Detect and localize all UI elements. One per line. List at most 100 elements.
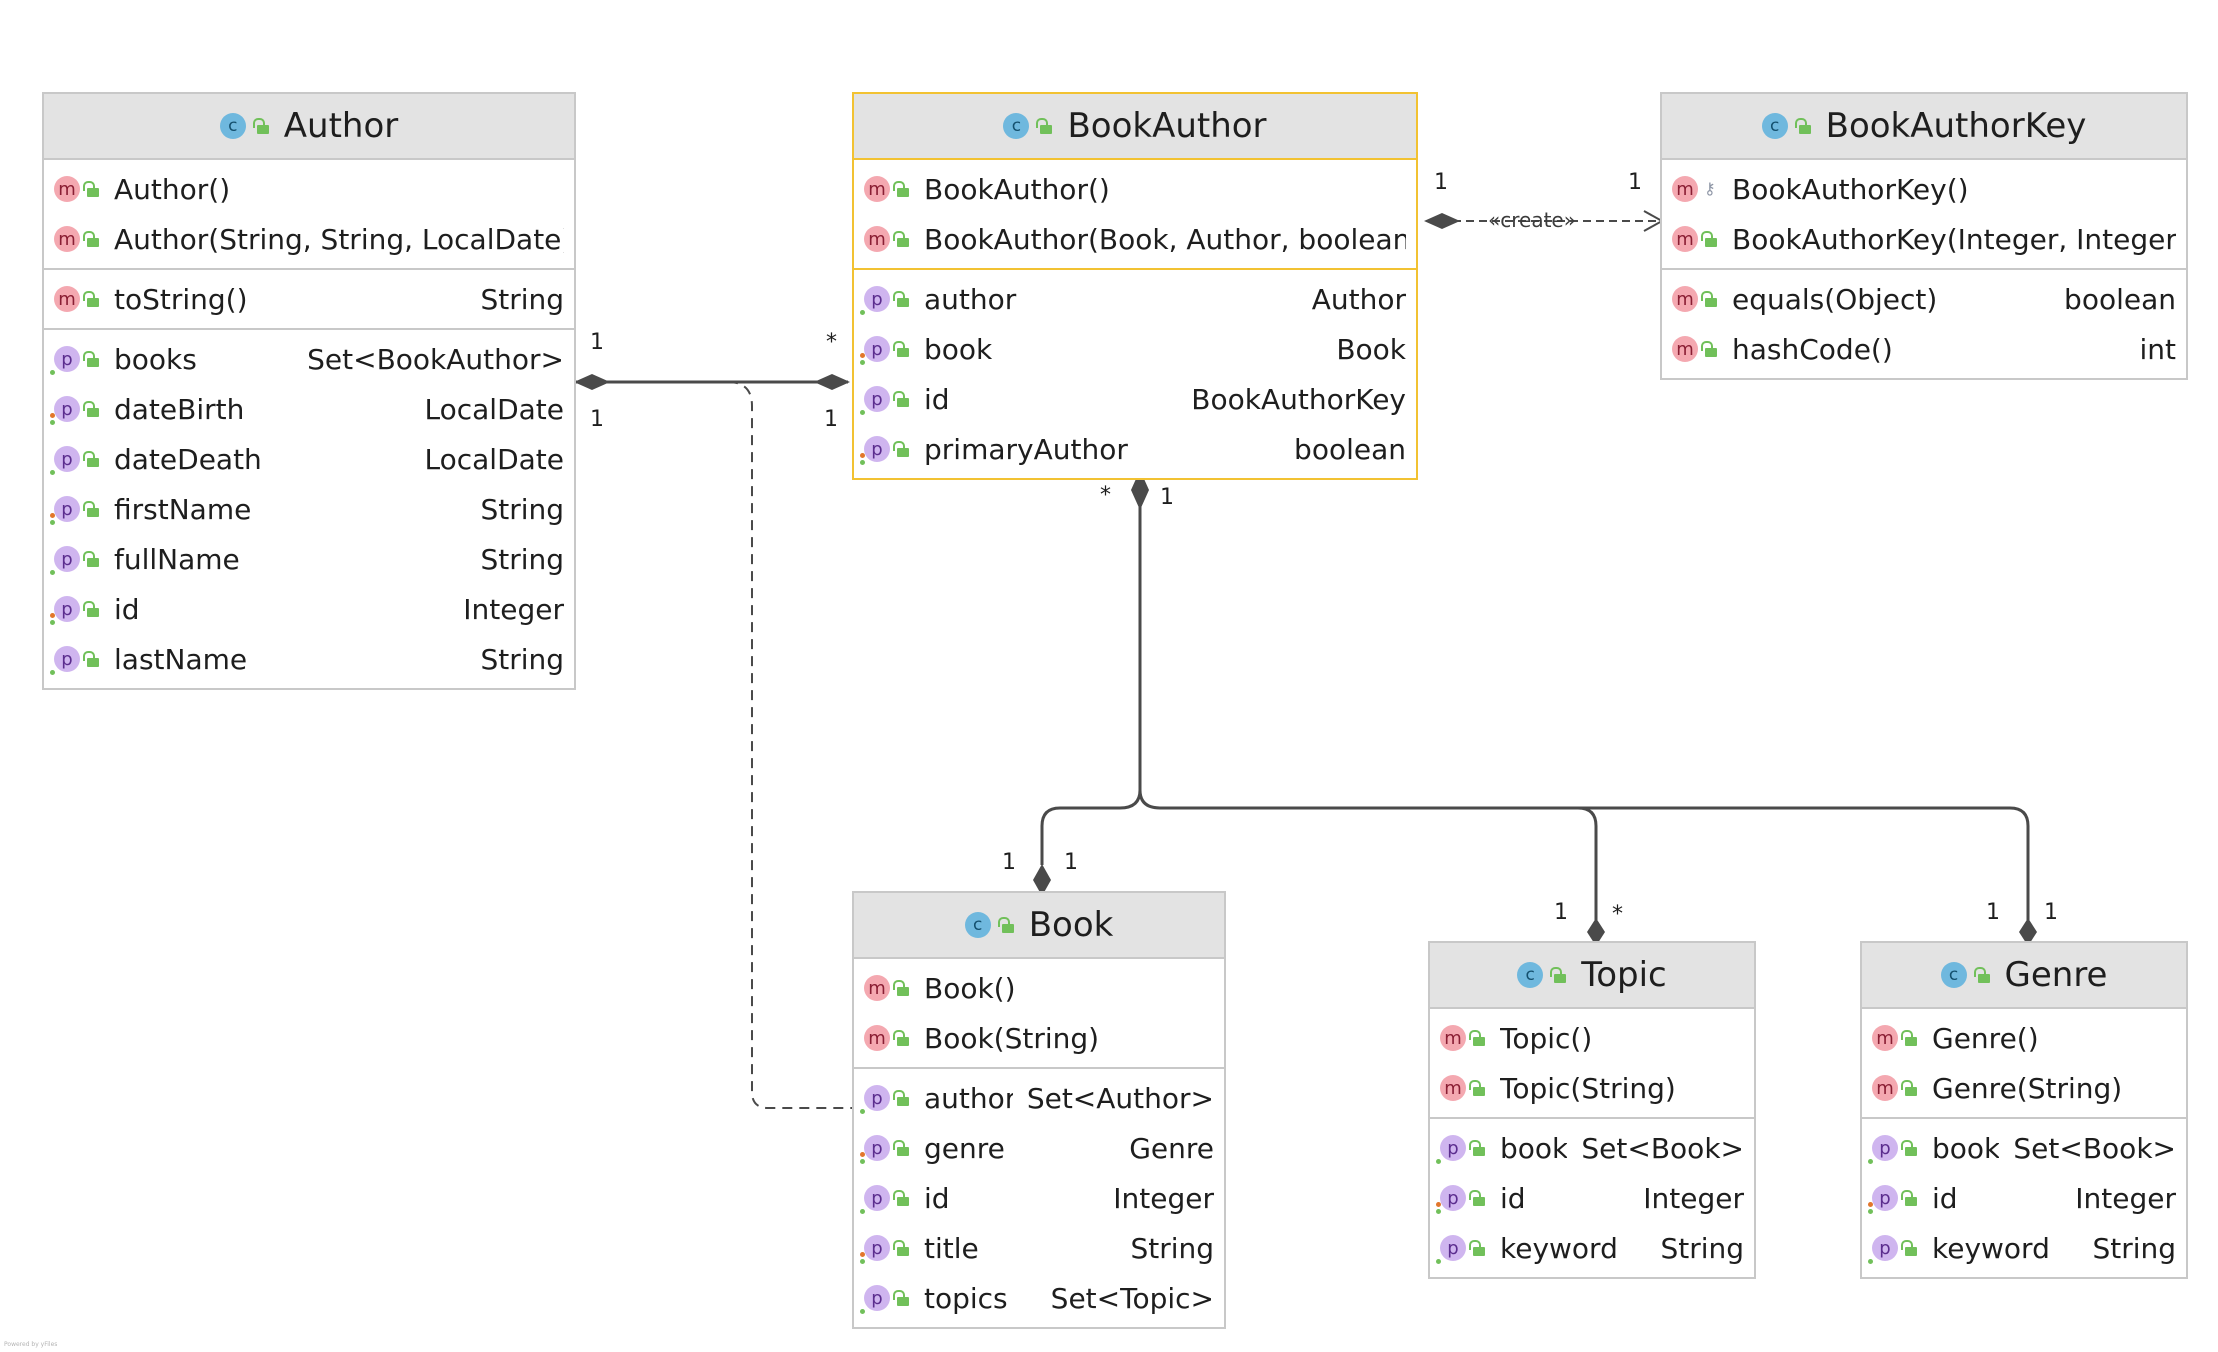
property-icon: p	[50, 446, 80, 475]
accessor-dots-icon	[1868, 1159, 1873, 1164]
member-name: Book()	[924, 971, 1016, 1005]
accessor-dots-icon	[860, 1109, 865, 1114]
member-type: String	[1660, 1231, 1744, 1265]
public-lock-icon	[893, 980, 910, 996]
method-icon: m	[864, 1025, 890, 1051]
accessor-dots-icon	[1868, 1202, 1873, 1214]
member-name: id	[1500, 1181, 1526, 1215]
method-icon: m	[1672, 176, 1698, 202]
public-lock-icon	[1901, 1190, 1918, 1206]
property-icon: p	[860, 1135, 890, 1164]
member-type: Integer	[463, 592, 564, 626]
property-icon: p	[860, 1235, 890, 1264]
member-name: keyword	[1500, 1231, 1618, 1265]
member-name: Topic()	[1500, 1021, 1593, 1055]
method-row[interactable]: m BookAuthor(Book, Author, boolean)	[854, 214, 1416, 264]
member-type: int	[2139, 332, 2176, 366]
public-lock-icon	[893, 441, 910, 457]
property-icon: p	[860, 1085, 890, 1114]
method-icon: m	[864, 226, 890, 252]
member-name: lastName	[114, 642, 248, 676]
public-lock-icon	[893, 231, 910, 247]
public-lock-icon	[893, 341, 910, 357]
class-icon: c	[964, 912, 991, 938]
member-name: dateDeath	[114, 442, 262, 476]
property-icon: p	[1868, 1235, 1898, 1264]
member-type: Set<Book>	[2013, 1131, 2176, 1165]
member-name: id	[114, 592, 140, 626]
accessor-dots-icon	[860, 310, 865, 315]
public-lock-icon	[893, 1240, 910, 1256]
method-row[interactable]: m⚷BookAuthorKey()	[1662, 164, 2186, 214]
method-row[interactable]: m Book(String)	[854, 1013, 1224, 1063]
property-icon: p	[50, 546, 80, 575]
member-name: Book(String)	[924, 1021, 1100, 1055]
property-row[interactable]: pauthorsSet<Author>	[854, 1073, 1224, 1123]
public-lock-icon	[83, 231, 100, 247]
class-icon: c	[1517, 962, 1544, 988]
mult-bookauthor-bottom-one: 1	[1160, 485, 1174, 510]
accessor-dots-icon	[1868, 1259, 1873, 1264]
class-topic[interactable]: cTopicmTopic()mTopic(String)pbooksSet<Bo…	[1428, 941, 1756, 1279]
member-name: BookAuthor(Book, Author, boolean)	[924, 222, 1406, 256]
mult-key-right: 1	[1628, 170, 1642, 195]
public-lock-icon	[83, 501, 100, 517]
class-genre[interactable]: cGenremGenre()mGenre(String)pbooksSet<Bo…	[1860, 941, 2188, 1279]
author-book-dashed-edge	[727, 381, 856, 1109]
member-name: author	[924, 282, 1017, 316]
public-lock-icon	[1701, 291, 1718, 307]
member-name: BookAuthorKey()	[1732, 172, 1969, 206]
mult-book-top-left: 1	[1002, 850, 1016, 875]
method-icon: m	[54, 286, 80, 312]
class-name: Genre	[2004, 955, 2108, 995]
member-type: String	[480, 542, 564, 576]
public-lock-icon	[1469, 1030, 1486, 1046]
member-name: Author(String, String, LocalDate)	[114, 222, 564, 256]
member-name: id	[1932, 1181, 1958, 1215]
public-lock-icon	[893, 1090, 910, 1106]
member-type: Author	[1311, 282, 1406, 316]
bookauthor-right-diamond	[1424, 213, 1460, 229]
